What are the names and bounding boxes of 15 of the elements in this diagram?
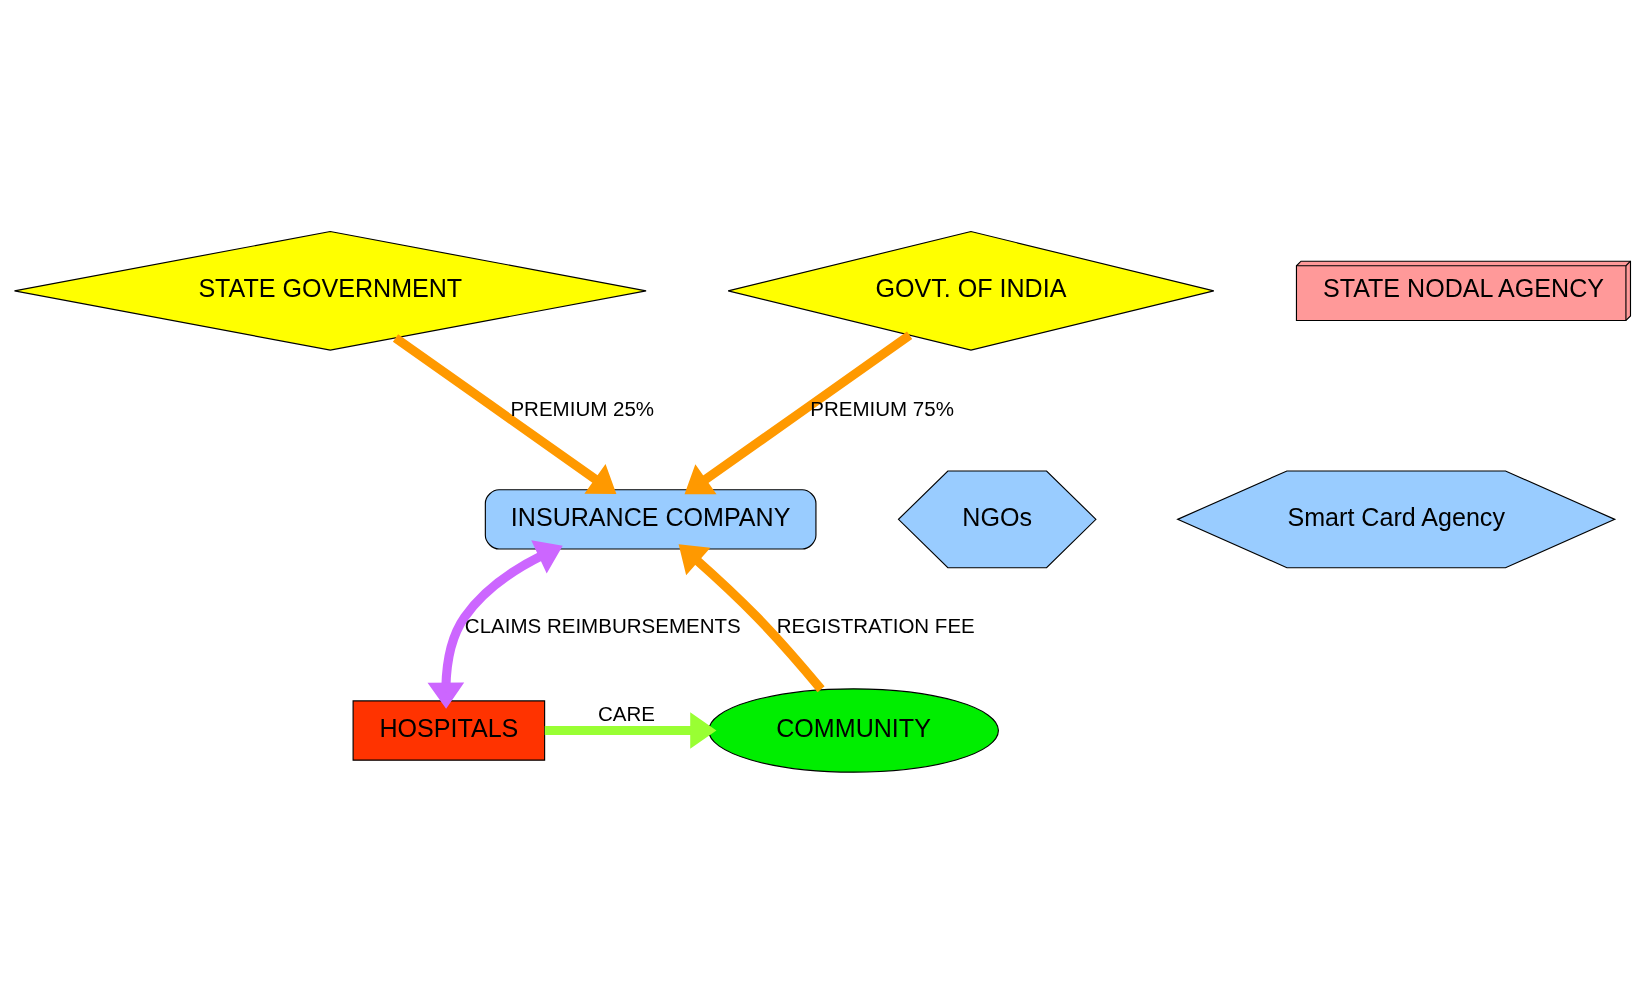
node-ellipse: COMMUNITY: [707, 687, 999, 773]
arrow: [392, 333, 616, 494]
arrow: [427, 539, 563, 709]
node-diamond: STATE GOVERNMENT: [13, 230, 647, 351]
edge-label: CLAIMS REIMBURSEMENTS: [464, 613, 741, 637]
edge-label: REGISTRATION FEE: [776, 613, 975, 637]
arrow: [684, 331, 912, 494]
edge-label: PREMIUM 25%: [509, 396, 654, 420]
node-diamond: GOVT. OF INDIA: [727, 230, 1214, 351]
edge-label: CARE: [597, 701, 655, 725]
edge-label: PREMIUM 75%: [809, 396, 954, 420]
node-box: INSURANCE COMPANY: [484, 488, 816, 550]
arrow: [678, 543, 825, 692]
arrow: [544, 711, 716, 749]
node-box: HOSPITALS: [352, 699, 545, 761]
